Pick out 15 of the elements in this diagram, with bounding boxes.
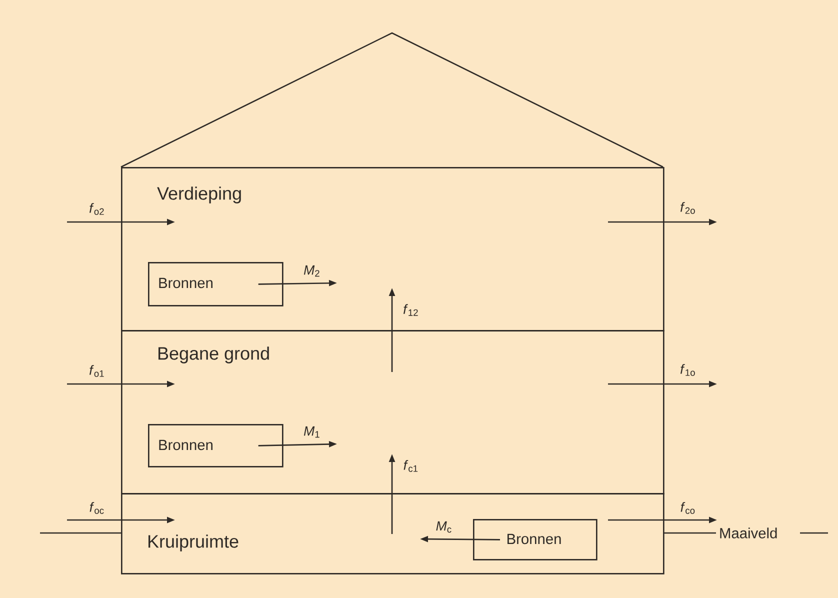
flow-label: f$_{oc}$ <box>90 502 104 514</box>
flow-label: f$_{12}$ <box>404 304 418 316</box>
edge-label: M$_{1}$ <box>304 426 320 438</box>
ground-label: Maaiveld <box>720 528 777 538</box>
source-box: Bronnen <box>148 262 284 306</box>
flow-label: f$_{c1}$ <box>404 460 418 472</box>
source-box: Bronnen <box>473 518 598 560</box>
flow-label: f$_{2o}$ <box>680 202 695 214</box>
source-box: Bronnen <box>148 424 284 468</box>
flow-label: f$_{co}$ <box>680 502 695 514</box>
flow-label: f$_{o2}$ <box>90 203 104 215</box>
edge-label: M$_{2}$ <box>304 265 320 277</box>
flow-label: f$_{1o}$ <box>680 364 695 376</box>
flow-label: f$_{o1}$ <box>90 365 104 377</box>
edge-label: M$_{c}$ <box>436 521 452 533</box>
